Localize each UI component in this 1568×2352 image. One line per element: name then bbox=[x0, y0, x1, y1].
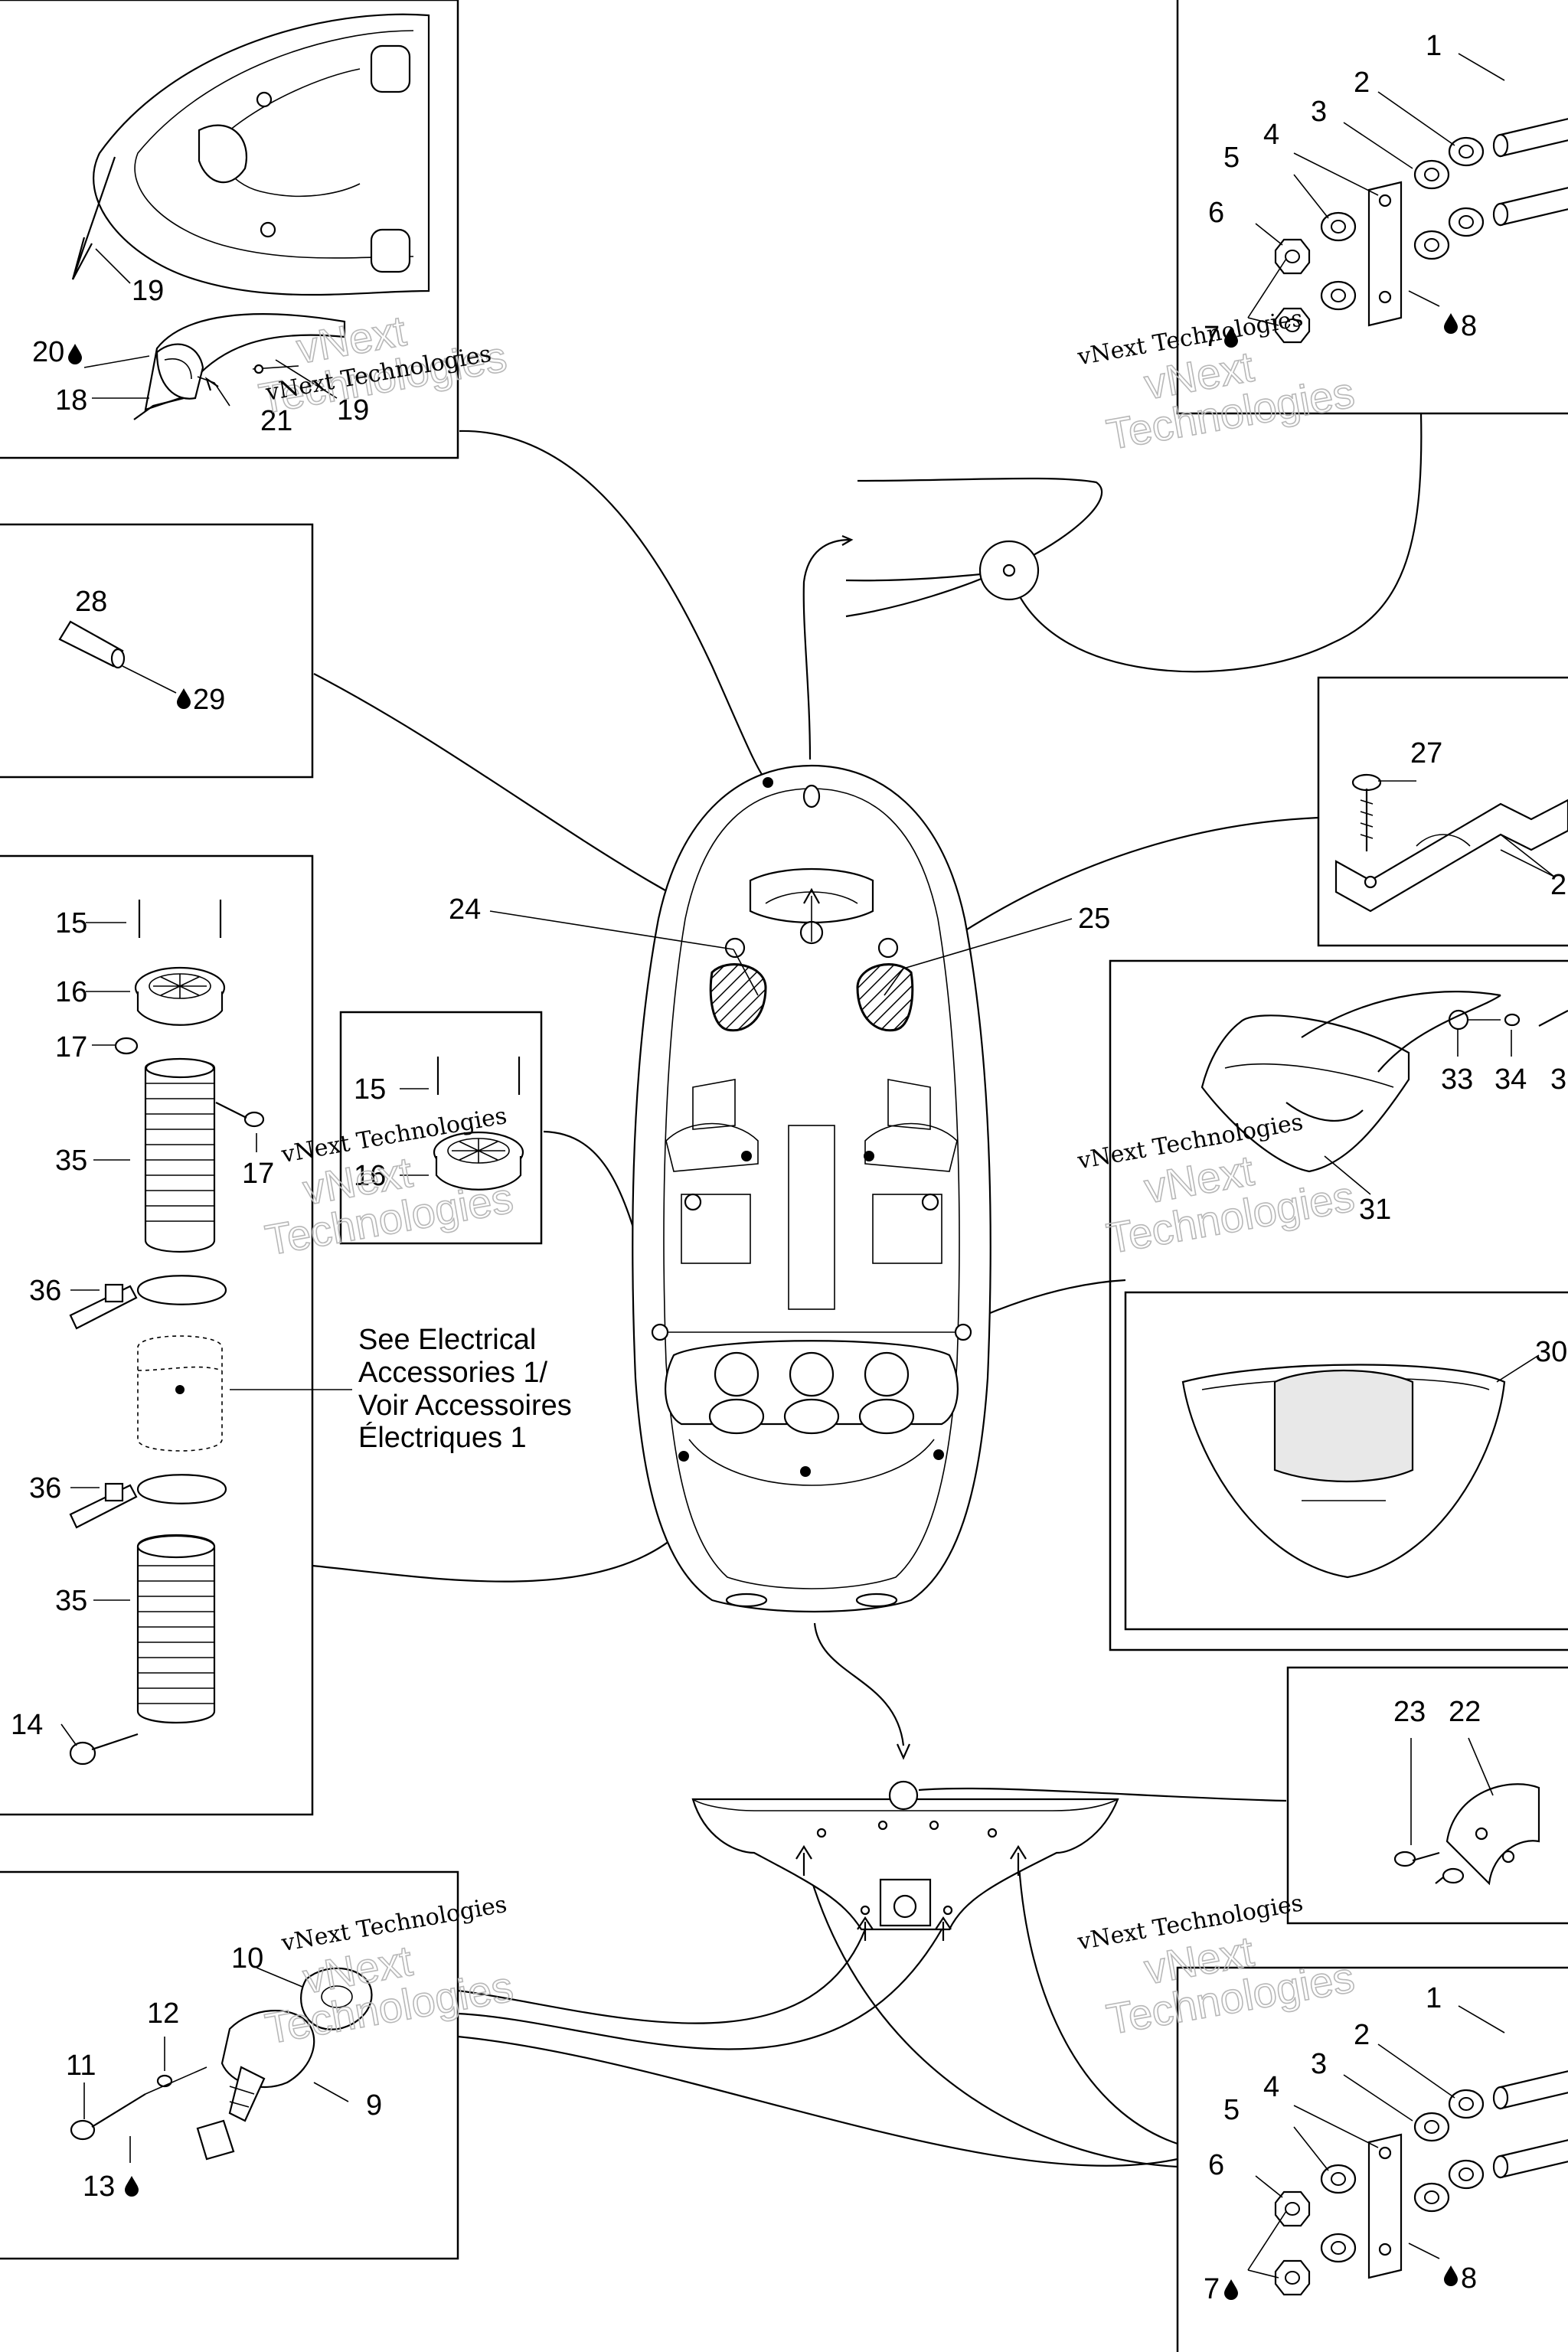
deck-detail bbox=[845, 477, 1102, 618]
plate-panel bbox=[1334, 773, 1568, 913]
callout-27: 27 bbox=[1410, 737, 1442, 769]
cover-panel-30 bbox=[1181, 1364, 1506, 1579]
callout-10: 10 bbox=[231, 1942, 263, 1975]
callout-17: 17 bbox=[55, 1031, 87, 1063]
callout-26: 2 bbox=[1550, 869, 1566, 901]
bracket-panel bbox=[1393, 1783, 1540, 1886]
callout-19b: 19 bbox=[337, 394, 369, 426]
callout-36b: 36 bbox=[29, 1472, 61, 1504]
callout-28: 28 bbox=[75, 586, 107, 618]
vent-panel-small bbox=[433, 1057, 524, 1191]
callout-29: 29 bbox=[193, 684, 225, 716]
note-line-4: Électriques 1 bbox=[358, 1421, 527, 1454]
callout-11: 11 bbox=[66, 2050, 96, 2082]
callout-1: 1 bbox=[1426, 30, 1442, 62]
vent-hose-panel bbox=[69, 900, 352, 1766]
callout-12: 12 bbox=[147, 1998, 179, 2030]
callout-2: 2 bbox=[1354, 67, 1370, 99]
callout-14: 14 bbox=[11, 1709, 43, 1741]
leader-lines bbox=[60, 53, 1540, 2278]
bow-panel bbox=[71, 13, 430, 420]
sealant-panel bbox=[58, 620, 177, 694]
hardware-panel-top bbox=[1274, 113, 1568, 344]
callout-21: 21 bbox=[260, 405, 292, 437]
callout-18: 18 bbox=[55, 384, 87, 416]
cross-reference-note: See Electrical Accessories 1/ Voir Acces… bbox=[358, 1324, 572, 1454]
callout-23: 23 bbox=[1393, 1696, 1426, 1728]
callout-2b: 2 bbox=[1354, 2019, 1370, 2051]
callout-20: 20 bbox=[32, 336, 64, 368]
callout-13: 13 bbox=[83, 2171, 115, 2203]
callout-labels: 1 2 3 4 5 6 7 8 19 20 18 21 19 28 29 27 … bbox=[11, 30, 1567, 2305]
callout-1b: 1 bbox=[1426, 1982, 1442, 2014]
callout-24: 24 bbox=[449, 893, 481, 926]
callout-36: 36 bbox=[29, 1275, 61, 1307]
callout-35: 35 bbox=[55, 1145, 87, 1177]
cover-panel-31 bbox=[1200, 991, 1568, 1173]
callout-19: 19 bbox=[132, 275, 164, 307]
callout-3-edge: 3 bbox=[1550, 1063, 1566, 1096]
connector-lines bbox=[312, 413, 1423, 2168]
sealant-drop-icon bbox=[68, 344, 82, 364]
callout-15: 15 bbox=[55, 907, 87, 939]
callout-4b: 4 bbox=[1263, 2071, 1279, 2103]
callout-31: 31 bbox=[1359, 1194, 1391, 1226]
callout-6: 6 bbox=[1208, 197, 1224, 229]
callout-8b: 8 bbox=[1461, 2262, 1477, 2295]
callout-5: 5 bbox=[1223, 142, 1240, 174]
hardware-panel-bottom bbox=[1274, 2066, 1568, 2296]
sealant-drop-icon bbox=[1444, 313, 1458, 334]
callout-16: 16 bbox=[55, 976, 87, 1008]
sealant-drop-icon bbox=[1224, 2279, 1238, 2300]
hull bbox=[632, 764, 991, 1613]
callout-34: 34 bbox=[1494, 1063, 1527, 1096]
transom bbox=[691, 1743, 1119, 1941]
callout-25: 25 bbox=[1078, 903, 1110, 935]
callout-9: 9 bbox=[366, 2089, 382, 2122]
note-line-3: Voir Accessoires bbox=[358, 1390, 572, 1422]
note-line-1: See Electrical bbox=[358, 1324, 536, 1356]
sealant-drop-icon bbox=[1444, 2265, 1458, 2286]
callout-8: 8 bbox=[1461, 310, 1477, 342]
callout-3b: 3 bbox=[1311, 2048, 1327, 2080]
callout-22: 22 bbox=[1449, 1696, 1481, 1728]
callout-3: 3 bbox=[1311, 96, 1327, 128]
sealant-drop-icon bbox=[177, 688, 191, 709]
drain-plug-panel bbox=[70, 1967, 373, 2161]
callout-4: 4 bbox=[1263, 119, 1279, 151]
callout-15-small: 15 bbox=[354, 1073, 386, 1106]
callout-30: 30 bbox=[1535, 1336, 1567, 1368]
callout-7b: 7 bbox=[1204, 2273, 1220, 2305]
note-line-2: Accessories 1/ bbox=[358, 1357, 548, 1389]
callout-6b: 6 bbox=[1208, 2149, 1224, 2181]
callout-35b: 35 bbox=[55, 1585, 87, 1617]
callout-5b: 5 bbox=[1223, 2094, 1240, 2126]
callout-16-small: 16 bbox=[354, 1160, 386, 1192]
callout-7: 7 bbox=[1204, 321, 1220, 353]
sealant-drop-icon bbox=[125, 2176, 139, 2197]
callout-33: 33 bbox=[1441, 1063, 1473, 1096]
callout-17b: 17 bbox=[242, 1158, 274, 1190]
